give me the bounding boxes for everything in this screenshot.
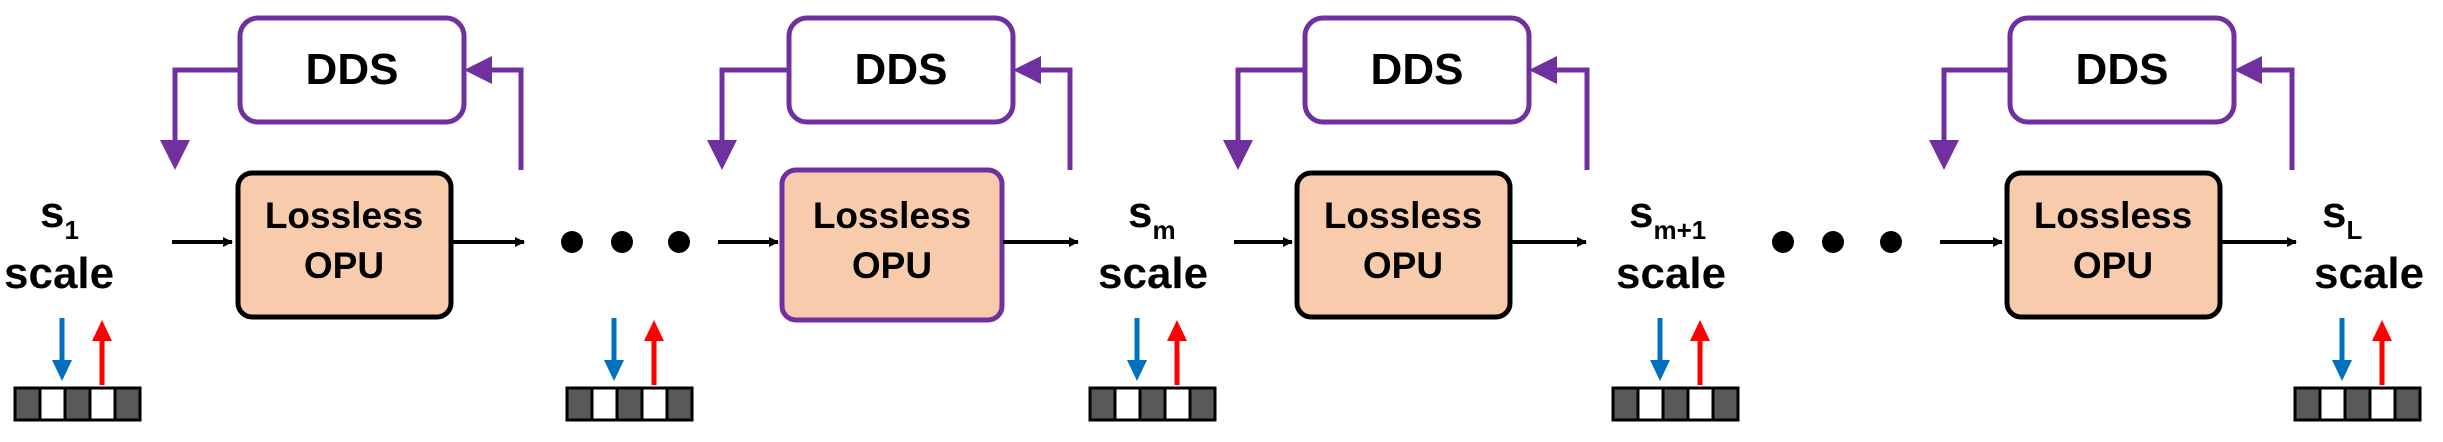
buffer-cell <box>1711 386 1740 422</box>
stage-1: DDS Lossless OPU <box>160 15 525 320</box>
scale-label-sL: sL scale <box>2314 188 2424 298</box>
buffer-cell <box>1113 386 1142 422</box>
buffer-cell <box>615 386 644 422</box>
buffer-cell <box>2318 386 2347 422</box>
feedback-arrow-in <box>490 67 524 170</box>
scale-label-s1: s1 scale <box>4 188 114 298</box>
down-arrowhead <box>1127 360 1147 381</box>
buffer-cell <box>38 386 67 422</box>
stage-4: DDS Lossless OPU <box>1929 15 2297 320</box>
buffer-cell <box>13 386 42 422</box>
feedback-arrowhead-down <box>1223 140 1253 170</box>
dds-label: DDS <box>306 45 399 94</box>
opu-label-line2: OPU <box>1363 245 1443 286</box>
feedback-arrow-in <box>1556 67 1590 170</box>
feedback-arrow-out <box>172 67 240 140</box>
down-arrowhead <box>2332 360 2352 381</box>
svg-text:scale: scale <box>4 249 114 298</box>
up-arrowhead <box>2372 320 2392 341</box>
svg-text:scale: scale <box>1616 249 1726 298</box>
feedback-arrowhead-down <box>707 140 737 170</box>
svg-text:sm: sm <box>1128 188 1176 245</box>
down-arrowhead <box>604 360 624 381</box>
svg-text:scale: scale <box>2314 249 2424 298</box>
buffer-cell <box>2293 386 2322 422</box>
scale-label-sm1: sm+1 scale <box>1616 188 1726 298</box>
svg-text:sL: sL <box>2322 188 2362 245</box>
feedback-arrowhead-down <box>160 140 190 170</box>
dds-label: DDS <box>1371 45 1464 94</box>
buffer-cell <box>2393 386 2422 422</box>
svg-text:s1: s1 <box>40 188 79 245</box>
buffer-cell <box>1636 386 1665 422</box>
buffer-cell <box>590 386 619 422</box>
opu-label-line2: OPU <box>304 245 384 286</box>
buffer-cell <box>1611 386 1640 422</box>
buffer-groups <box>13 318 2422 422</box>
buffer-cell <box>1661 386 1690 422</box>
up-arrowhead <box>644 320 664 341</box>
stage-2: DDS Lossless OPU <box>707 15 1079 323</box>
feedback-arrow-out <box>1941 67 2010 140</box>
opu-label-line1: Lossless <box>813 195 971 236</box>
buffer-group <box>2293 318 2422 422</box>
opu-label-line2: OPU <box>2073 245 2153 286</box>
buffer-cell <box>640 386 669 422</box>
down-arrowhead <box>52 360 72 381</box>
opu-box <box>1294 170 1513 320</box>
feedback-arrowhead-left <box>464 56 492 84</box>
feedback-arrowhead-left <box>1013 56 1041 84</box>
buffer-cell <box>2343 386 2372 422</box>
buffer-cell <box>113 386 142 422</box>
feedback-arrow-out <box>1235 67 1305 140</box>
feedback-arrowhead-down <box>1929 140 1959 170</box>
buffer-cell <box>1138 386 1167 422</box>
buffer-cell <box>1686 386 1715 422</box>
opu-label-line2: OPU <box>852 245 932 286</box>
feedback-arrow-in <box>1039 67 1073 170</box>
opu-label-line1: Lossless <box>265 195 423 236</box>
buffer-cell <box>63 386 92 422</box>
buffer-cell <box>665 386 694 422</box>
svg-text:scale: scale <box>1098 249 1208 298</box>
up-arrowhead <box>1690 320 1710 341</box>
opu-label-line1: Lossless <box>2034 195 2192 236</box>
buffer-group <box>565 318 694 422</box>
buffer-cell <box>1188 386 1217 422</box>
opu-box <box>235 170 454 320</box>
buffer-cell <box>2368 386 2397 422</box>
feedback-arrowhead-left <box>2234 56 2262 84</box>
svg-text:sm+1: sm+1 <box>1629 188 1706 245</box>
ellipsis-2 <box>1772 231 1902 253</box>
opu-box <box>779 167 1005 323</box>
scale-label-sm: sm scale <box>1098 188 1208 298</box>
feedback-arrow-out <box>719 67 789 140</box>
ellipsis-1 <box>561 231 690 253</box>
buffer-cell <box>1088 386 1117 422</box>
buffer-group <box>13 318 142 422</box>
opu-box <box>2004 170 2223 320</box>
up-arrowhead <box>92 320 112 341</box>
stage-3: DDS Lossless OPU <box>1223 15 1590 320</box>
dds-label: DDS <box>855 45 948 94</box>
buffer-cell <box>565 386 594 422</box>
buffer-cell <box>88 386 117 422</box>
feedback-arrow-in <box>2261 67 2295 170</box>
dds-label: DDS <box>2076 45 2169 94</box>
opu-label-line1: Lossless <box>1324 195 1482 236</box>
buffer-group <box>1611 318 1740 422</box>
up-arrowhead <box>1167 320 1187 341</box>
buffer-cell <box>1163 386 1192 422</box>
feedback-arrowhead-left <box>1529 56 1557 84</box>
down-arrowhead <box>1650 360 1670 381</box>
buffer-group <box>1088 318 1217 422</box>
